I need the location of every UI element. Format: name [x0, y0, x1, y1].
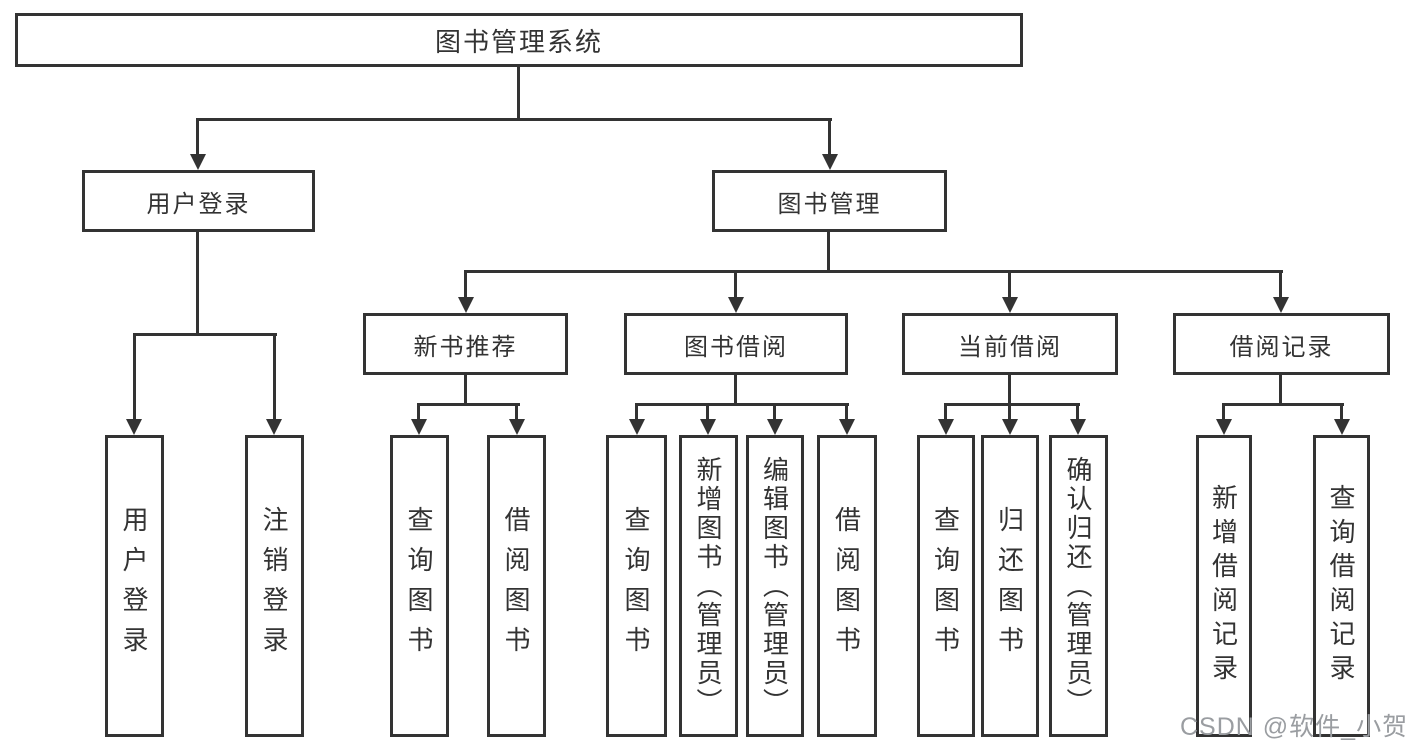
node-root-label: 图书管理系统: [434, 26, 603, 57]
arrow-down: [1216, 419, 1232, 435]
connector-segment: [464, 270, 467, 299]
connector-segment: [1279, 270, 1282, 299]
connector-segment: [635, 403, 849, 406]
leaf-return-book: 归还图书: [981, 435, 1039, 737]
arrow-down: [126, 419, 142, 435]
connector-segment: [828, 118, 831, 156]
connector-segment: [517, 66, 520, 120]
leaf-borrow-books-1-label: 借阅图书: [501, 506, 531, 666]
arrow-down: [1002, 297, 1018, 313]
arrow-down: [1334, 419, 1350, 435]
leaf-query-books-1-label: 查询图书: [404, 506, 434, 666]
node-current-borrow: 当前借阅: [902, 313, 1118, 375]
leaf-return-book-label: 归还图书: [994, 506, 1025, 666]
connector-segment: [1222, 403, 1225, 421]
node-root: 图书管理系统: [15, 13, 1023, 67]
node-borrow-records-label: 借阅记录: [1229, 333, 1334, 361]
node-new-book-recommend: 新书推荐: [363, 313, 568, 375]
connector-segment: [196, 118, 199, 156]
connector-segment: [734, 375, 737, 406]
node-book-management-label: 图书管理: [777, 190, 882, 218]
leaf-query-borrow-record: 查询借阅记录: [1313, 435, 1370, 737]
connector-segment: [635, 403, 638, 421]
arrow-down: [266, 419, 282, 435]
node-user-login-label: 用户登录: [146, 190, 251, 218]
arrow-down: [190, 154, 206, 170]
connector-segment: [515, 403, 518, 421]
connector-segment: [1076, 403, 1079, 421]
arrow-down: [728, 297, 744, 313]
arrow-down: [1070, 419, 1086, 435]
node-user-login: 用户登录: [82, 170, 315, 232]
leaf-user-login: 用户登录: [105, 435, 164, 737]
leaf-user-login-label: 用户登录: [119, 506, 149, 666]
connector-segment: [734, 270, 737, 299]
connector-segment: [417, 403, 420, 421]
connector-segment: [133, 333, 277, 336]
arrow-down: [509, 419, 525, 435]
arrow-down: [1002, 419, 1018, 435]
connector-segment: [706, 403, 709, 421]
leaf-query-books-2: 查询图书: [606, 435, 667, 737]
leaf-query-books-3: 查询图书: [917, 435, 975, 737]
connector-segment: [1222, 403, 1344, 406]
arrow-down: [629, 419, 645, 435]
connector-segment: [944, 403, 947, 421]
leaf-edit-book-admin: 编辑图书（管理员）: [746, 435, 804, 737]
connector-segment: [464, 270, 1283, 273]
arrow-down: [767, 419, 783, 435]
connector-segment: [944, 403, 1080, 406]
arrow-down: [822, 154, 838, 170]
leaf-logout: 注销登录: [245, 435, 304, 737]
leaf-query-borrow-record-label: 查询借阅记录: [1326, 484, 1356, 688]
connector-segment: [1008, 375, 1011, 406]
leaf-confirm-return-admin-label: 确认归还（管理员）: [1063, 455, 1093, 717]
connector-segment: [1279, 375, 1282, 406]
arrow-down: [411, 419, 427, 435]
leaf-borrow-books-2-label: 借阅图书: [831, 506, 862, 666]
arrow-down: [1273, 297, 1289, 313]
leaf-query-books-3-label: 查询图书: [930, 506, 961, 666]
node-new-book-recommend-label: 新书推荐: [413, 333, 518, 361]
leaf-add-book-admin-label: 新增图书（管理员）: [693, 455, 723, 717]
node-book-management: 图书管理: [712, 170, 947, 232]
node-borrow-records: 借阅记录: [1173, 313, 1390, 375]
arrow-down: [938, 419, 954, 435]
leaf-query-books-2-label: 查询图书: [621, 506, 651, 666]
leaf-add-book-admin: 新增图书（管理员）: [679, 435, 738, 737]
connector-segment: [273, 333, 276, 421]
node-book-borrow: 图书借阅: [624, 313, 848, 375]
node-book-borrow-label: 图书借阅: [684, 333, 788, 361]
connector-segment: [1340, 403, 1343, 421]
connector-segment: [1008, 270, 1011, 299]
leaf-borrow-books-2: 借阅图书: [817, 435, 877, 737]
connector-segment: [827, 232, 830, 273]
leaf-borrow-books-1: 借阅图书: [487, 435, 546, 737]
connector-segment: [417, 403, 520, 406]
arrow-down: [700, 419, 716, 435]
connector-segment: [845, 403, 848, 421]
connector-segment: [464, 375, 467, 406]
arrow-down: [839, 419, 855, 435]
leaf-confirm-return-admin: 确认归还（管理员）: [1049, 435, 1108, 737]
leaf-edit-book-admin-label: 编辑图书（管理员）: [759, 455, 790, 717]
connector-segment: [196, 118, 832, 121]
connector-segment: [773, 403, 776, 421]
leaf-logout-label: 注销登录: [259, 506, 289, 666]
connector-segment: [133, 333, 136, 421]
leaf-query-books-1: 查询图书: [390, 435, 449, 737]
node-current-borrow-label: 当前借阅: [958, 333, 1062, 361]
leaf-add-borrow-record: 新增借阅记录: [1196, 435, 1252, 737]
arrow-down: [458, 297, 474, 313]
leaf-add-borrow-record-label: 新增借阅记录: [1208, 484, 1239, 688]
connector-segment: [1008, 403, 1011, 421]
watermark: CSDN @软件_小贺同学: [1180, 713, 1405, 741]
connector-segment: [196, 232, 199, 336]
